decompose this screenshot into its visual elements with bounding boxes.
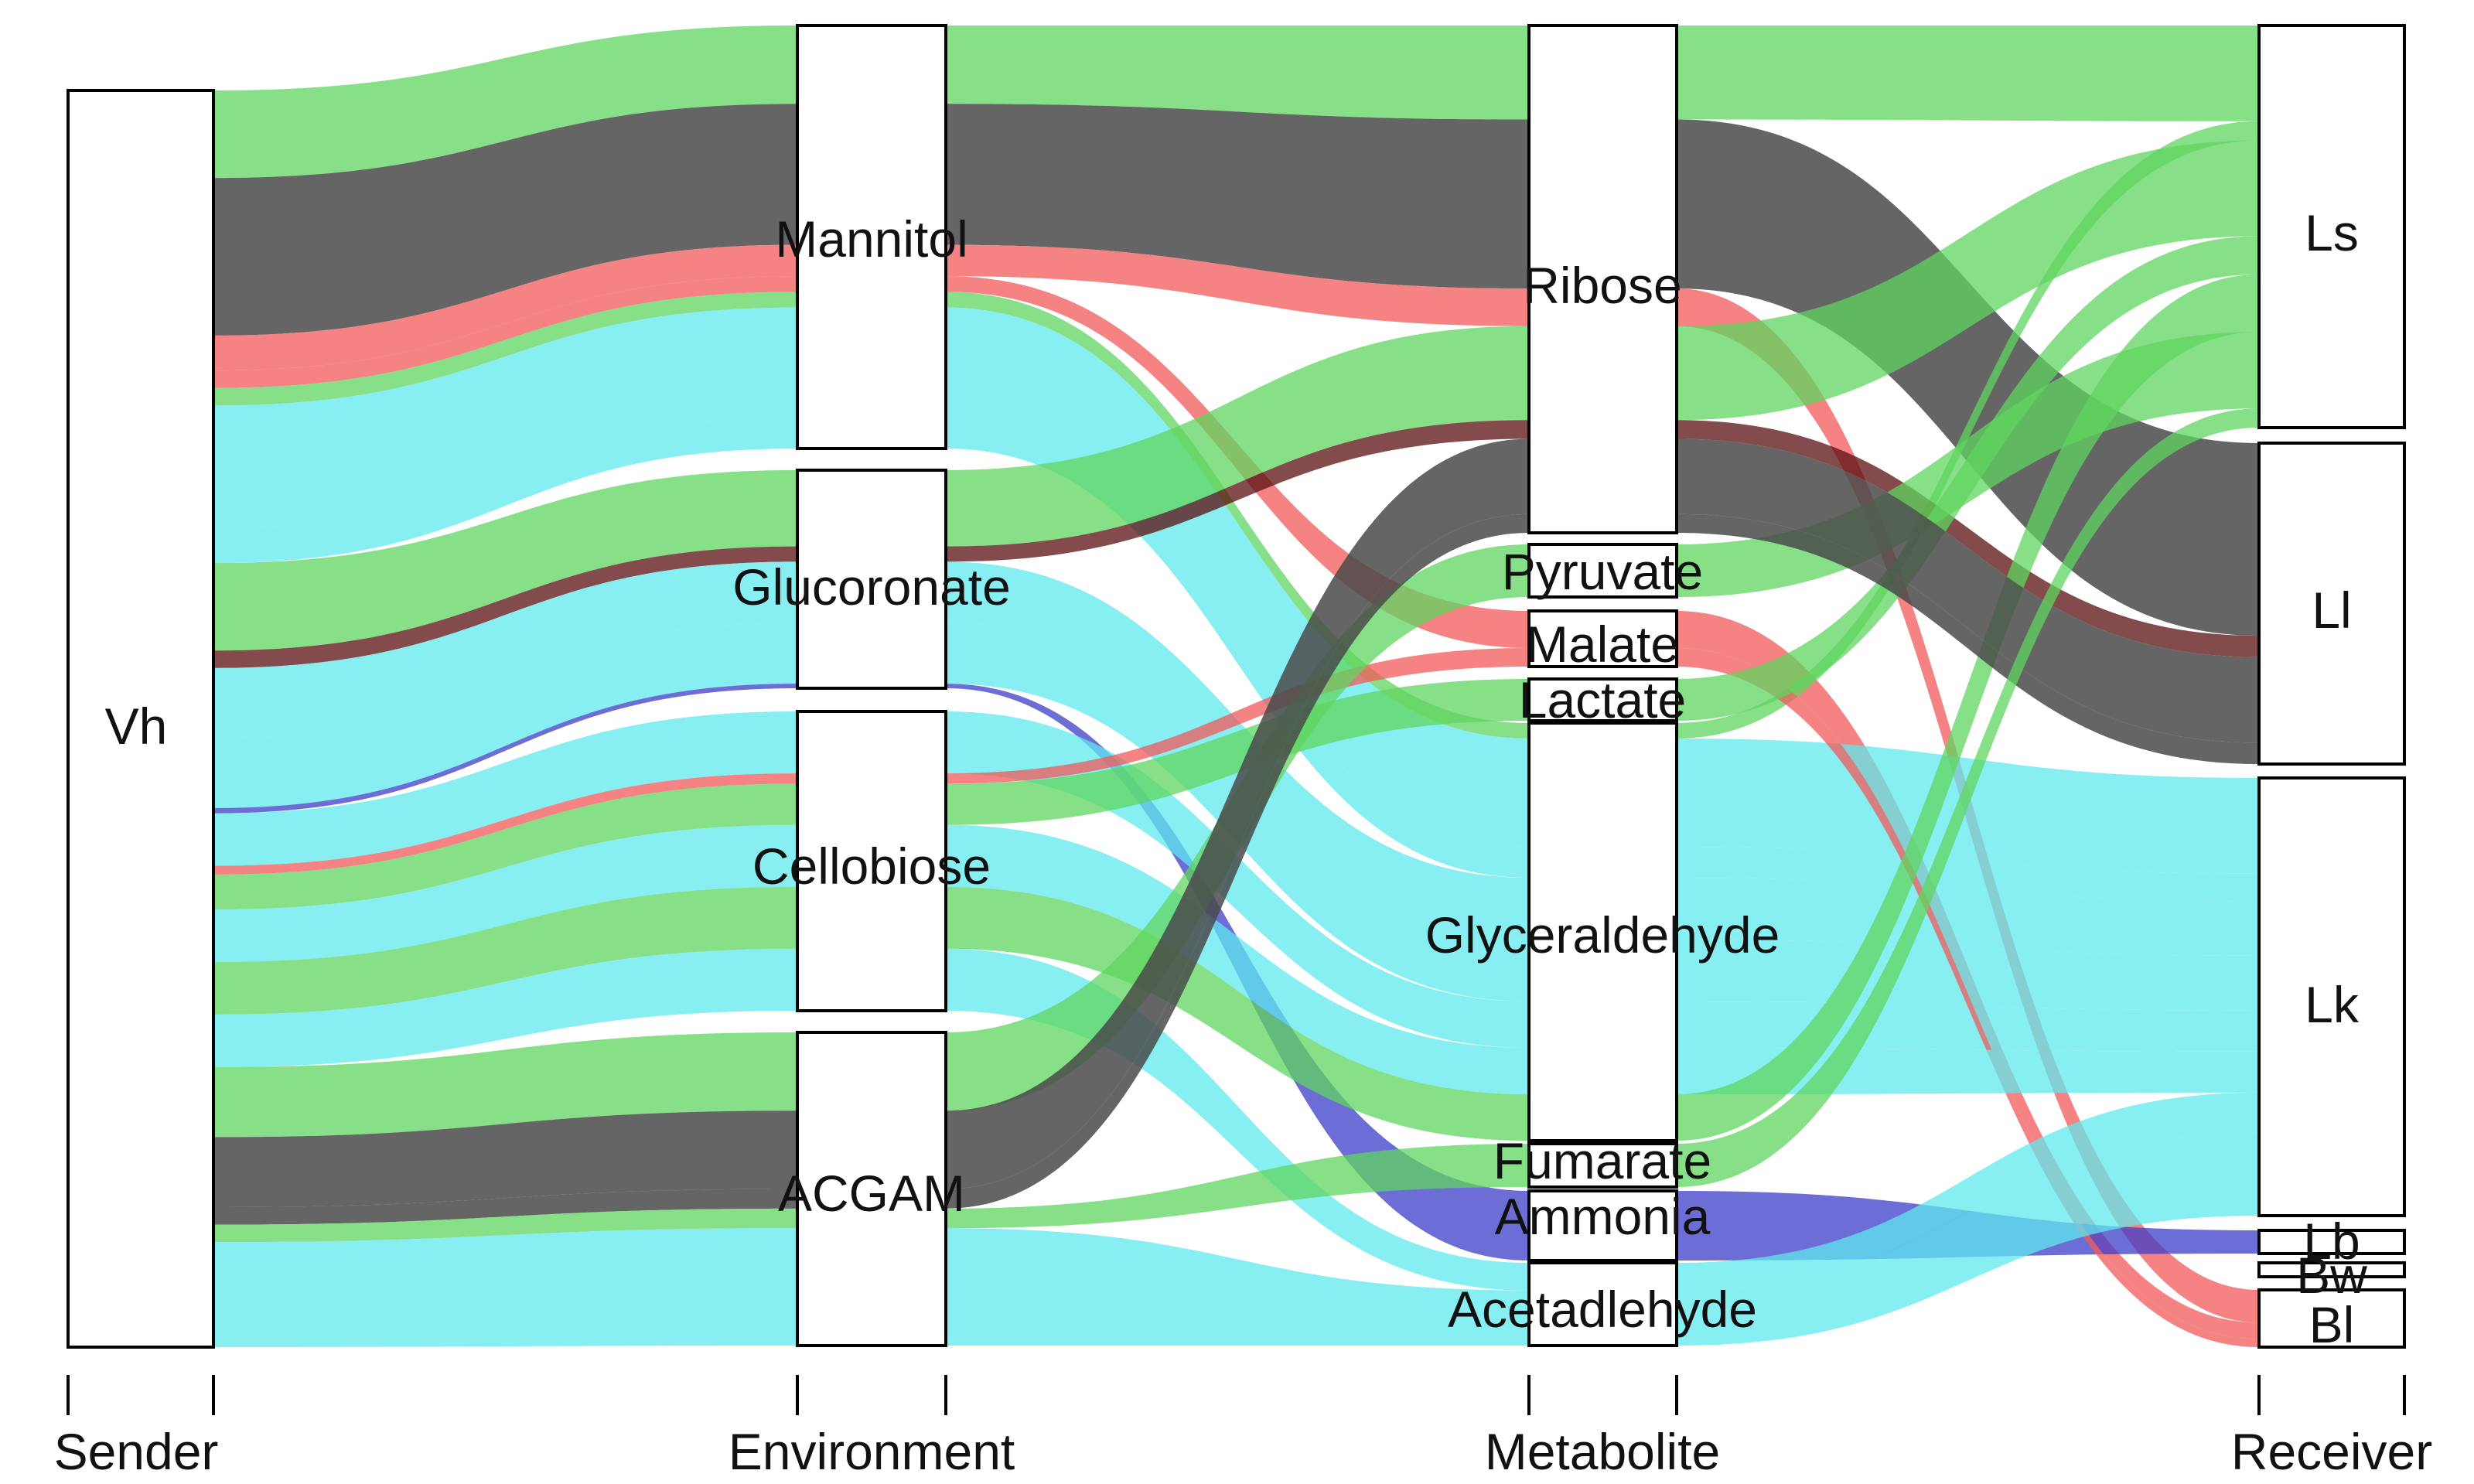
flow-mannitol-glyceraldehyde-lk (213, 417, 2259, 902)
node-acetadlehyde (1527, 1261, 1678, 1347)
node-label-lk: Lk (2305, 976, 2360, 1033)
axis-label-receiver: Receiver (2231, 1423, 2432, 1480)
environment-stratum: Mannitol Glucoronate Cellobiose ACGAM (732, 24, 1011, 1347)
node-malate (1527, 609, 1678, 668)
node-glucoronate (796, 469, 947, 690)
node-label-acgam: ACGAM (778, 1165, 965, 1222)
node-label-bw: Bw (2296, 1247, 2367, 1304)
node-label-ll: Ll (2312, 582, 2351, 639)
node-mannitol (796, 24, 947, 450)
node-ribose (1527, 24, 1678, 534)
node-lactate (1527, 677, 1678, 722)
node-bw (2257, 1261, 2406, 1278)
axis-label-environment: Environment (729, 1423, 1015, 1480)
node-pyruvate (1527, 543, 1678, 599)
flow-cellobiose-glyceraldehyde-lk (213, 711, 2259, 1052)
node-bl (2257, 1288, 2406, 1349)
flow-cellobiose-glyceraldehyde-lk (213, 824, 2259, 1094)
flow-acgam-acetadlehyde-lk (213, 1133, 2259, 1347)
flow-glucoronate-ribose-ll (213, 420, 2259, 668)
node-ls (2257, 24, 2406, 429)
node-ll (2257, 442, 2406, 766)
axis-labels: Sender Environment Metabolite Receiver (54, 1423, 2433, 1480)
node-label-glyceraldehyde: Glyceraldehyde (1425, 906, 1780, 964)
node-label-ammonia: Ammonia (1495, 1188, 1711, 1245)
node-label-fumarate: Fumarate (1493, 1132, 1711, 1189)
flow-acgam-pyruvate-ls (213, 332, 2259, 1138)
node-label-bl: Bl (2309, 1296, 2355, 1353)
node-label-vh: Vh (105, 698, 168, 755)
receiver-stratum: Ls Ll Lk Lb Bw Bl (2257, 24, 2406, 1353)
node-fumarate (1527, 1142, 1678, 1189)
node-label-cellobiose: Cellobiose (752, 838, 991, 895)
node-label-malate: Malate (1526, 616, 1679, 673)
node-lb (2257, 1229, 2406, 1255)
node-label-mannitol: Mannitol (775, 210, 967, 268)
flow-mannitol-ribose-ls (213, 26, 2259, 179)
node-label-acetadlehyde: Acetadlehyde (1448, 1281, 1757, 1338)
node-label-ribose: Ribose (1523, 257, 1681, 314)
flow-cellobiose-acetadlehyde-lk (213, 948, 2259, 1291)
axis-label-metabolite: Metabolite (1485, 1423, 1721, 1480)
node-vh (67, 89, 215, 1349)
node-ammonia (1527, 1189, 1678, 1262)
node-label-lb: Lb (2303, 1213, 2360, 1270)
metabolite-stratum: Ribose Pyruvate Malate Lactate Glycerald… (1425, 24, 1780, 1347)
flow-layer (213, 26, 2259, 1347)
node-glyceraldehyde (1527, 722, 1678, 1142)
flow-cellobiose-glyceraldehyde-ls (213, 274, 2259, 1141)
node-cellobiose (796, 710, 947, 1012)
node-label-glucoronate: Glucoronate (732, 558, 1011, 616)
node-acgam (796, 1031, 947, 1347)
axis-label-sender: Sender (54, 1423, 219, 1480)
flow-acgam-ribose-ll (213, 513, 2259, 1225)
node-lk (2257, 776, 2406, 1217)
flow-acgam-ribose-ll (213, 438, 2259, 1207)
node-label-pyruvate: Pyruvate (1502, 543, 1703, 600)
flow-mannitol-glyceraldehyde-lk (213, 307, 2259, 874)
node-label-lactate: Lactate (1519, 671, 1687, 728)
node-label-ls: Ls (2305, 204, 2359, 261)
sender-stratum: Vh (67, 89, 215, 1349)
axis-ticks (67, 1375, 2406, 1415)
flow-glucoronate-ribose-ls (213, 140, 2259, 651)
flow-mannitol-ribose-ll (213, 104, 2259, 636)
